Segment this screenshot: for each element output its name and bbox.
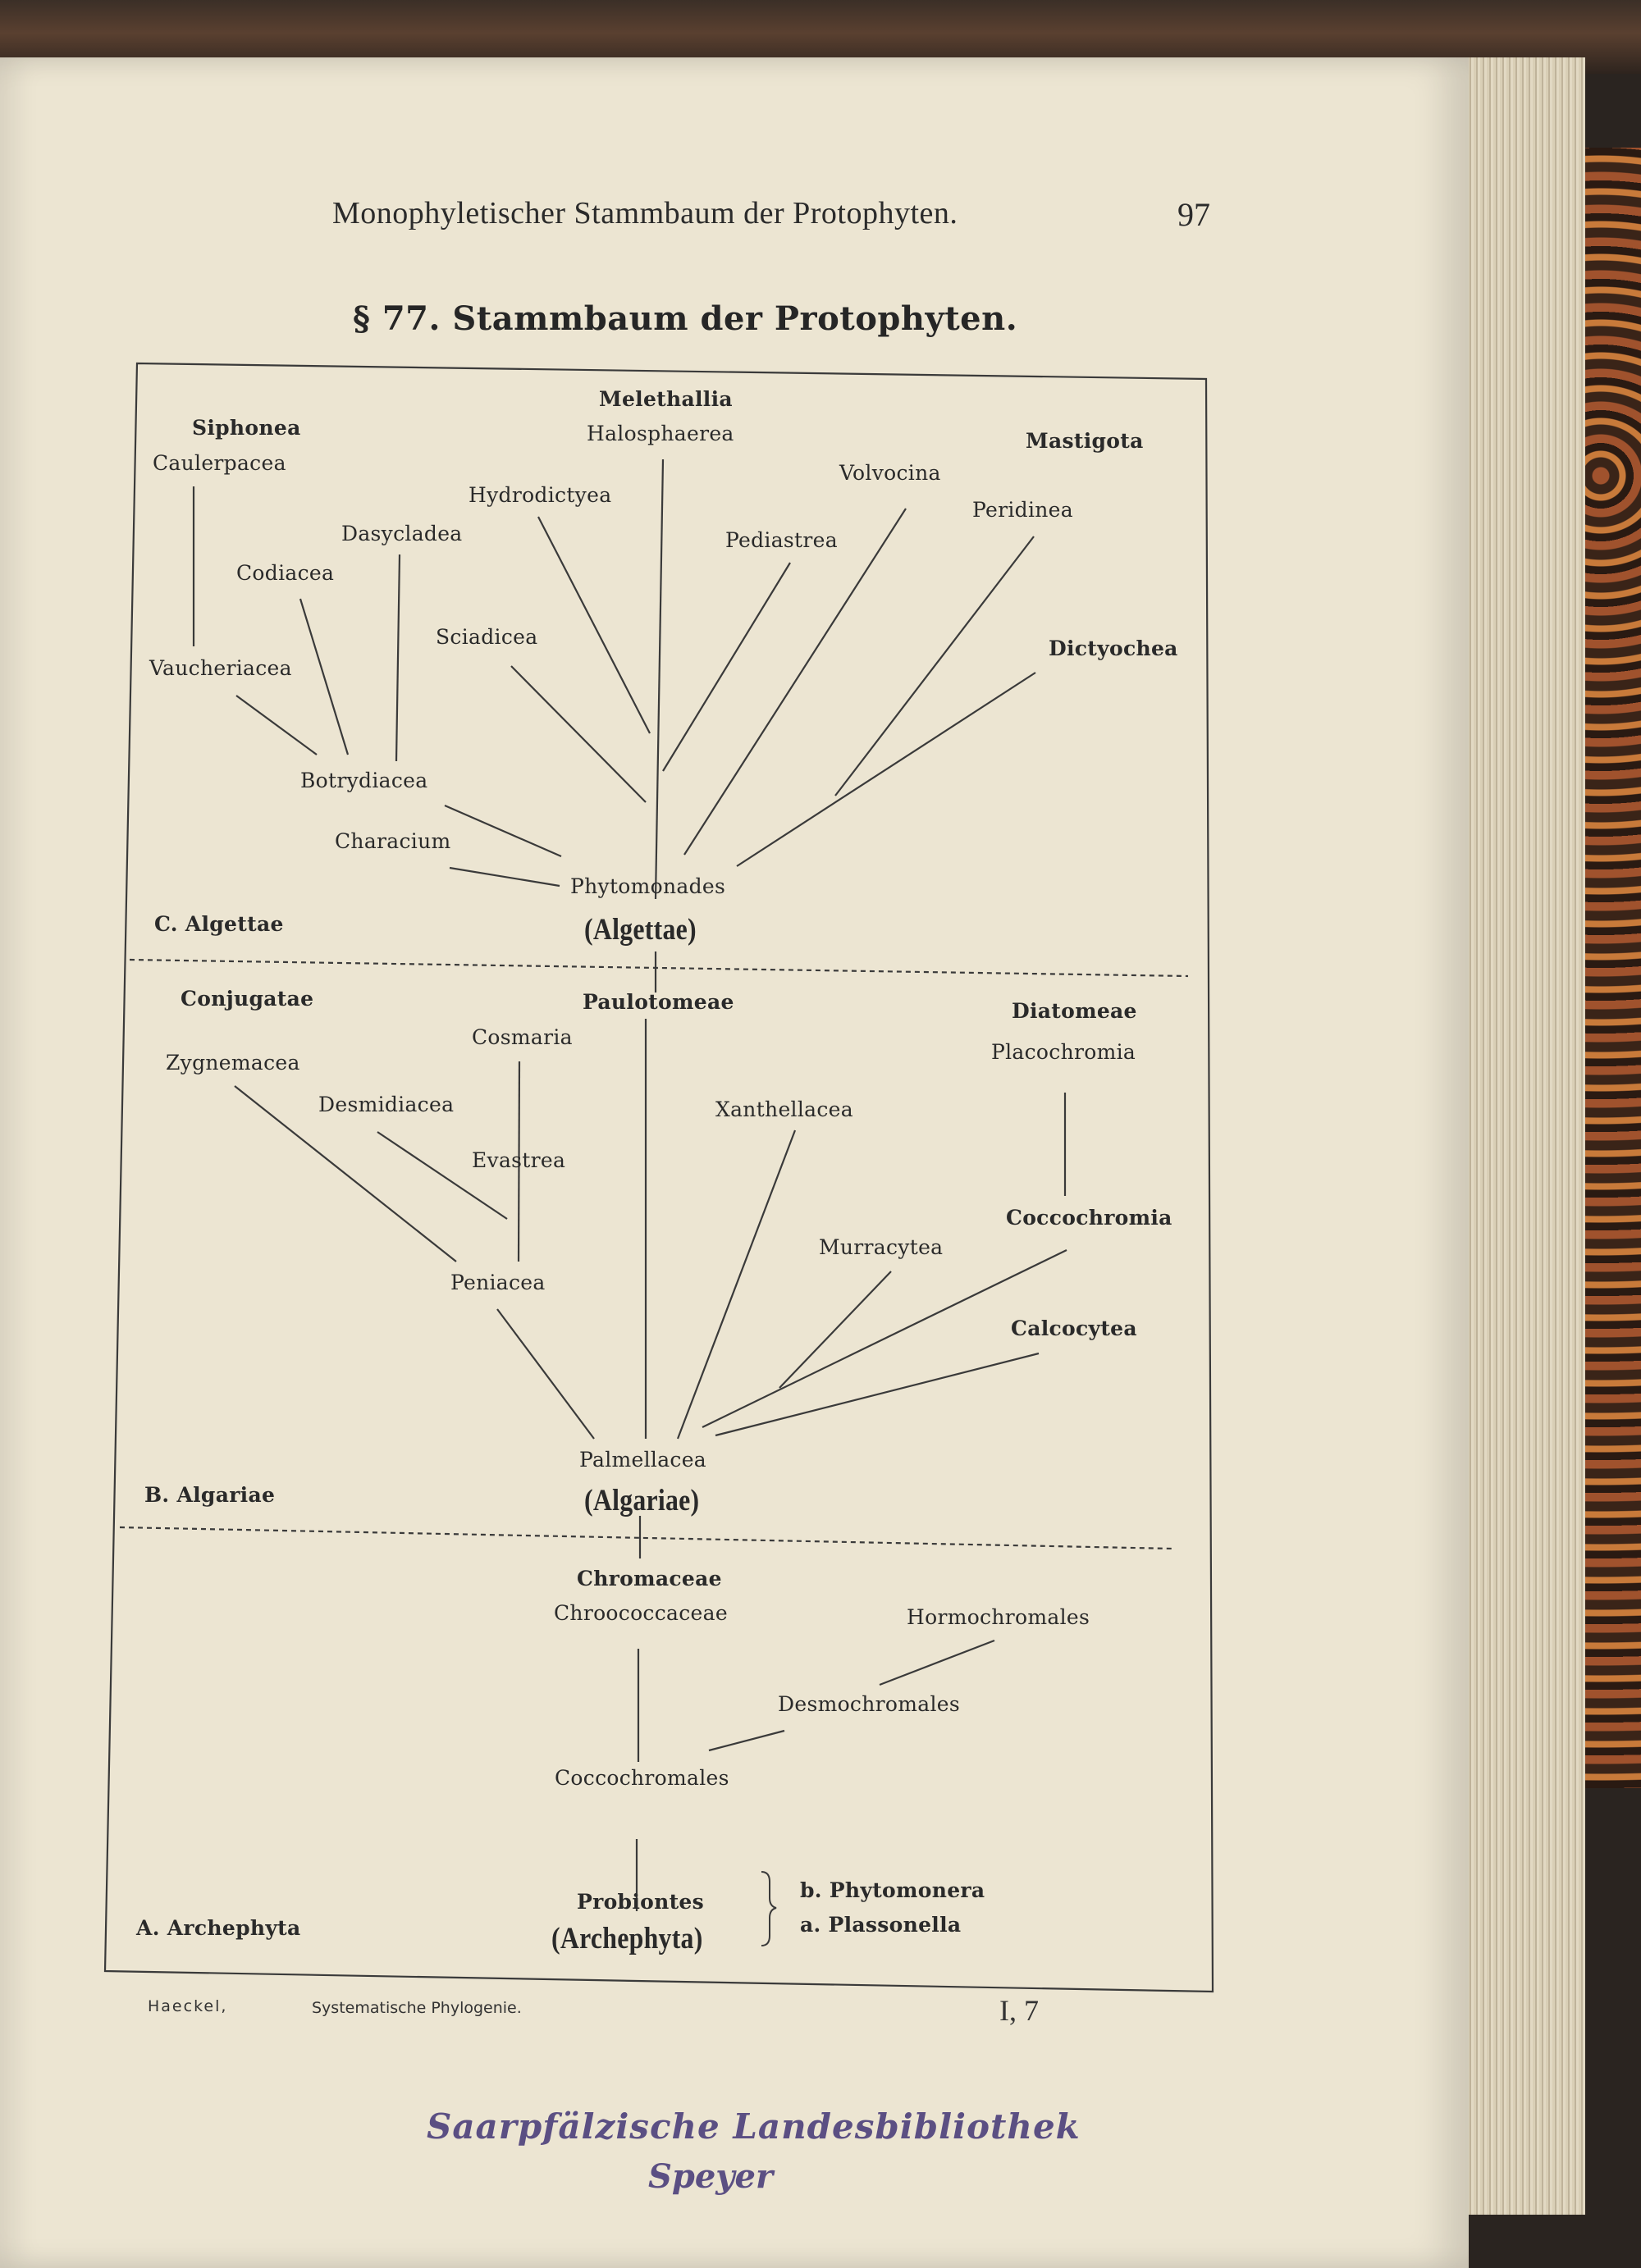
label-volvocina: Volvocina bbox=[839, 461, 941, 485]
label-siphonea: Siphonea bbox=[192, 416, 301, 440]
label-mastigota: Mastigota bbox=[1026, 429, 1144, 453]
page-edges bbox=[1452, 57, 1585, 2215]
label-pediastrea: Pediastrea bbox=[725, 528, 838, 552]
signature-mark: I, 7 bbox=[999, 1994, 1039, 2027]
branch-calcocytea bbox=[715, 1352, 1040, 1437]
label-phytomonera: b. Phytomonera bbox=[800, 1878, 985, 1902]
group-label-algariae: B. Algariae bbox=[144, 1483, 276, 1507]
branch-sciadicea bbox=[510, 665, 647, 803]
branch-characium bbox=[449, 866, 560, 888]
book-page bbox=[0, 57, 1469, 2268]
branch-zygnemacea bbox=[234, 1085, 457, 1262]
footer-title: Systematische Phylogenie. bbox=[312, 1999, 522, 2017]
branch-dasycladea bbox=[395, 554, 401, 762]
label-algettae-root: (Algettae) bbox=[584, 913, 697, 947]
branch-halosphaerea bbox=[654, 459, 665, 900]
label-chromaceae: Chromaceae bbox=[577, 1567, 722, 1590]
footer-author: Haeckel, bbox=[148, 1997, 228, 2015]
label-zygnemacea: Zygnemacea bbox=[166, 1051, 300, 1075]
branch-desmidiacea bbox=[377, 1131, 508, 1220]
branch-peridinea bbox=[834, 536, 1035, 796]
branch-codiacea bbox=[299, 598, 350, 755]
label-algariae-root: (Algariae) bbox=[584, 1484, 700, 1517]
label-archephyta-root: (Archephyta) bbox=[551, 1922, 703, 1955]
label-evastrea: Evastrea bbox=[472, 1148, 566, 1172]
label-dasycladea: Dasycladea bbox=[341, 522, 463, 545]
label-desmochromales: Desmochromales bbox=[778, 1692, 960, 1716]
label-palmellacea: Palmellacea bbox=[579, 1448, 706, 1472]
label-halosphaerea: Halosphaerea bbox=[587, 422, 734, 445]
branch-desmochromales bbox=[708, 1729, 785, 1752]
label-coccochromales: Coccochromales bbox=[555, 1766, 729, 1790]
group-label-algettae: C. Algettae bbox=[154, 912, 284, 936]
branch-peniacea bbox=[496, 1308, 595, 1440]
label-xanthellacea: Xanthellacea bbox=[715, 1097, 853, 1121]
branch-murracytea bbox=[779, 1271, 892, 1389]
label-cosmaria: Cosmaria bbox=[472, 1025, 573, 1049]
marbled-cover-edge bbox=[1584, 148, 1641, 1788]
label-codiacea: Codiacea bbox=[236, 561, 335, 585]
label-peniacea: Peniacea bbox=[450, 1271, 546, 1294]
library-stamp-line1: Saarpfälzische Landesbibliothek bbox=[427, 2106, 1081, 2147]
label-paulotomeae: Paulotomeae bbox=[583, 990, 734, 1014]
library-stamp-line2: Speyer bbox=[648, 2157, 774, 2196]
label-hydrodictyea: Hydrodictyea bbox=[469, 483, 612, 507]
label-conjugatae: Conjugatae bbox=[181, 987, 314, 1011]
label-chroococcaceae: Chroococcaceae bbox=[554, 1601, 728, 1625]
label-coccochromia: Coccochromia bbox=[1006, 1206, 1172, 1230]
branch-hormochromales bbox=[879, 1639, 995, 1686]
branch-botrydiacea bbox=[444, 804, 562, 858]
group-label-archephyta: A. Archephyta bbox=[136, 1916, 301, 1940]
label-plassonella: a. Plassonella bbox=[800, 1913, 962, 1937]
divider-b-a bbox=[119, 1526, 1174, 1550]
divider-c-b bbox=[129, 958, 1189, 978]
label-peridinea: Peridinea bbox=[972, 498, 1073, 522]
label-caulerpacea: Caulerpacea bbox=[153, 451, 286, 475]
label-diatomeae: Diatomeae bbox=[1012, 999, 1137, 1023]
section-title: § 77. Stammbaum der Protophyten. bbox=[353, 299, 1018, 338]
label-placochromia: Placochromia bbox=[991, 1040, 1136, 1064]
label-botrydiacea: Botrydiacea bbox=[300, 769, 428, 792]
running-head: Monophyletischer Stammbaum der Protophyt… bbox=[332, 196, 958, 230]
label-phytomonades: Phytomonades bbox=[570, 874, 726, 898]
branch-dictyochea bbox=[736, 672, 1036, 867]
label-hormochromales: Hormochromales bbox=[907, 1605, 1090, 1629]
page-number: 97 bbox=[1177, 196, 1210, 233]
brace-icon bbox=[761, 1871, 777, 1946]
branch-xanthellacea bbox=[676, 1129, 797, 1440]
label-vaucheriacea: Vaucheriacea bbox=[149, 656, 292, 680]
label-dictyochea: Dictyochea bbox=[1049, 637, 1178, 660]
label-probiontes: Probiontes bbox=[577, 1890, 705, 1914]
label-calcocytea: Calcocytea bbox=[1011, 1317, 1137, 1340]
branch-volvocina bbox=[683, 508, 907, 856]
label-characium: Characium bbox=[335, 829, 451, 853]
branch-coccochromia bbox=[702, 1249, 1067, 1428]
label-desmidiacea: Desmidiacea bbox=[318, 1093, 455, 1116]
branch-pediastrea bbox=[662, 562, 791, 772]
label-melethallia: Melethallia bbox=[599, 387, 733, 411]
branch-vaucheriacea bbox=[235, 695, 318, 755]
branch-hydrodictyea bbox=[537, 516, 651, 734]
label-sciadicea: Sciadicea bbox=[436, 625, 538, 649]
diagram-frame bbox=[103, 362, 1214, 1993]
label-murracytea: Murracytea bbox=[819, 1235, 944, 1259]
